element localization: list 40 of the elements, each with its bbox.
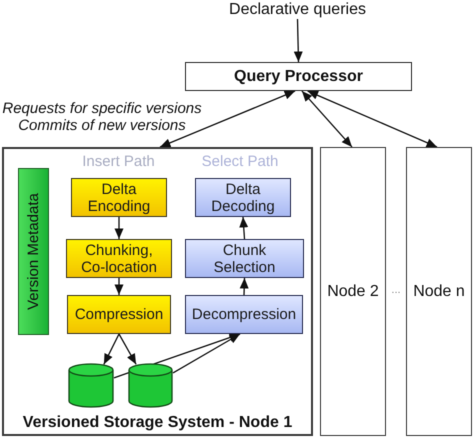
arrow xyxy=(239,216,248,240)
panel-label: Node 2 xyxy=(327,282,379,301)
double-arrow xyxy=(160,90,296,148)
arrow xyxy=(172,333,240,374)
column-heading: Select Path xyxy=(200,153,280,171)
process-box xyxy=(185,295,303,334)
ellipsis: ... xyxy=(390,283,402,297)
edge-label: Requests for specific versions Commits of new versions xyxy=(1,100,203,134)
column-heading: Insert Path xyxy=(81,153,156,171)
process-box xyxy=(195,178,291,217)
node-panel xyxy=(320,147,386,436)
double-arrow xyxy=(307,90,438,148)
bar-label: Version Metadata xyxy=(25,193,42,310)
process-box xyxy=(67,295,171,334)
arrow xyxy=(294,18,303,62)
arrow xyxy=(114,278,124,295)
database-cylinder xyxy=(128,363,173,408)
panel-title: Versioned Storage System - Node 1 xyxy=(22,413,292,432)
metadata-bar xyxy=(18,168,49,335)
box-label: Delta Encoding xyxy=(86,180,152,214)
arrow xyxy=(240,278,249,296)
arrow xyxy=(103,334,120,365)
database-cylinder xyxy=(68,363,114,408)
process-box xyxy=(185,239,304,278)
arrow xyxy=(114,217,124,239)
double-arrow xyxy=(301,90,352,148)
arrow xyxy=(118,334,137,365)
box-label: Decompression xyxy=(192,306,296,323)
box-label: Compression xyxy=(74,306,164,323)
box-label: Delta Decoding xyxy=(210,180,276,214)
panel-label: Node n xyxy=(413,282,465,301)
input-label: Declarative queries xyxy=(227,0,368,19)
box-label: Query Processor xyxy=(234,67,363,86)
node-panel xyxy=(406,147,472,436)
storage-node-panel xyxy=(2,147,313,436)
process-box xyxy=(66,239,172,278)
processor-box xyxy=(185,62,412,91)
box-label: Chunking, Co-location xyxy=(80,242,158,276)
process-box xyxy=(71,178,167,217)
box-label: Chunk Selection xyxy=(212,242,276,276)
